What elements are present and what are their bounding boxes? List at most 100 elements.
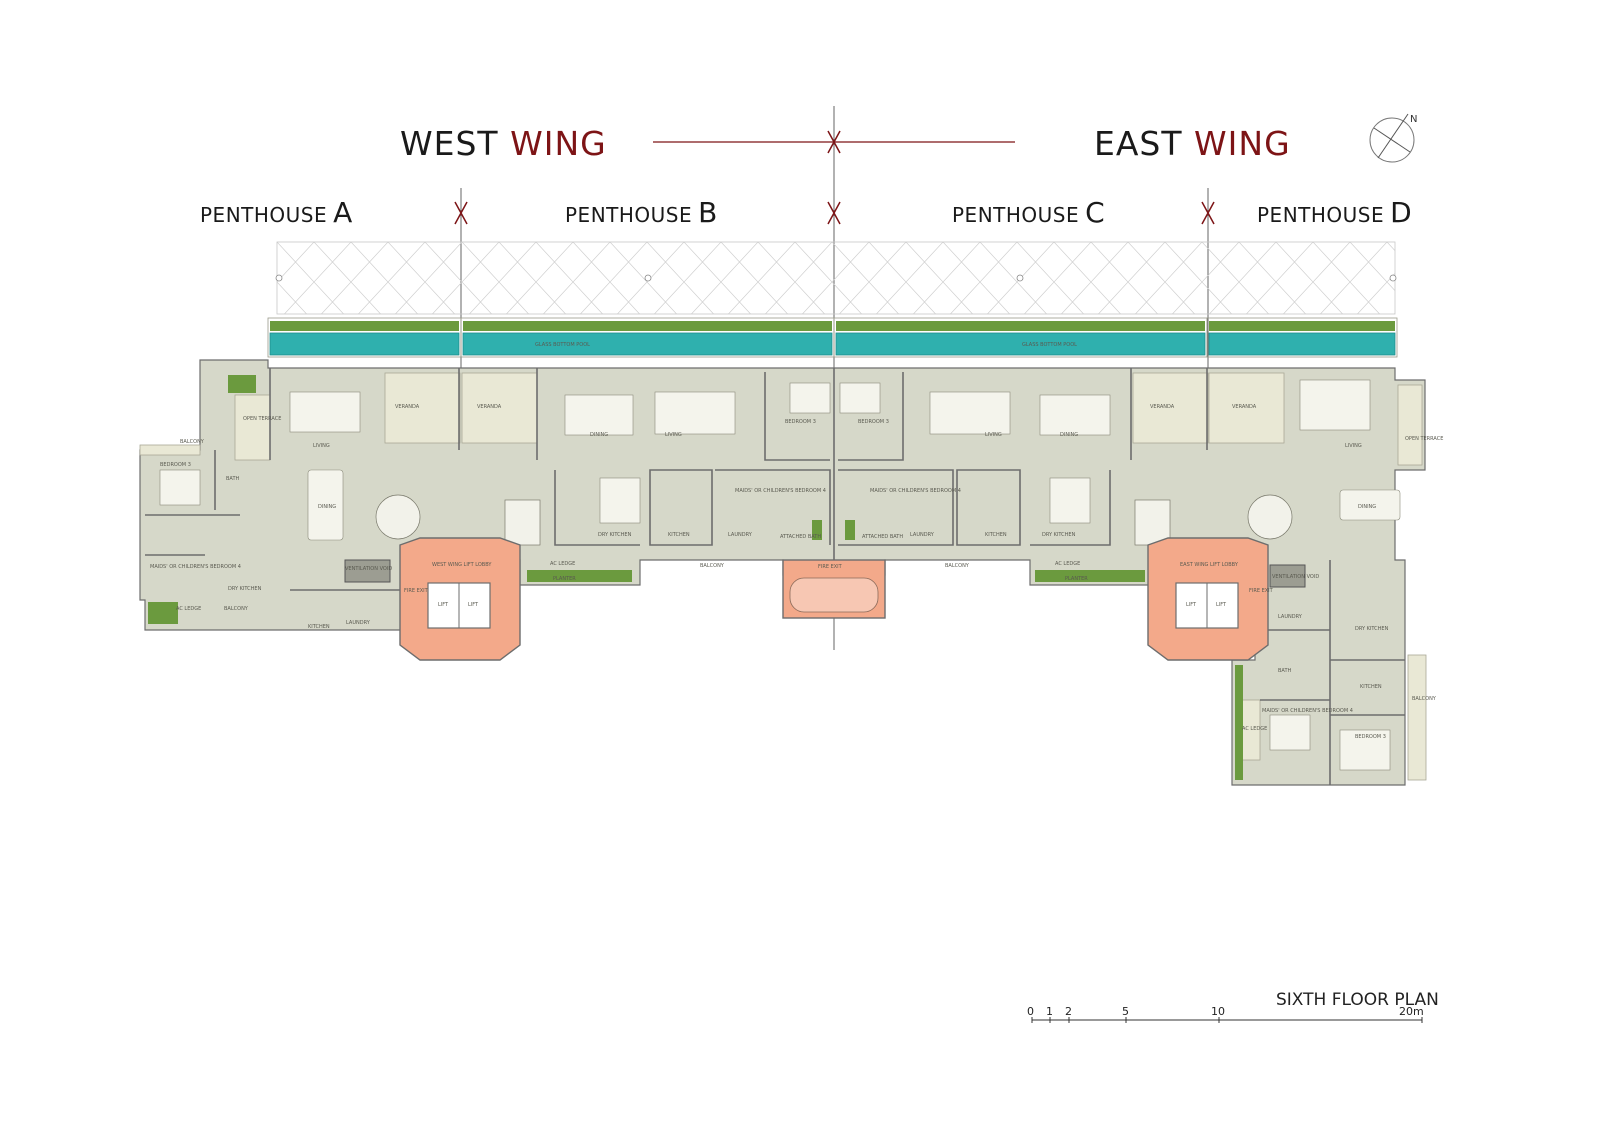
scale-tick-1: 1: [1046, 1005, 1053, 1018]
scale-tick-2: 2: [1065, 1005, 1072, 1018]
room-label-bath-a: BATH: [226, 476, 240, 482]
room-label-balcony-d: BALCONY: [1412, 696, 1437, 702]
penthouse-d-letter: D: [1390, 196, 1412, 229]
room-label-balcony-c: BALCONY: [945, 563, 970, 569]
room-label-living-b: LIVING: [665, 432, 682, 438]
drawing-title: SIXTH FLOOR PLAN: [1276, 990, 1439, 1010]
room-label-fire-exit-w: FIRE EXIT: [404, 588, 429, 594]
penthouse-c-letter: C: [1085, 196, 1105, 229]
pool-label-west: GLASS BOTTOM POOL: [535, 342, 590, 348]
pool-edges: [267, 317, 1398, 358]
room-label-attached-bath-c: ATTACHED BATH: [862, 534, 903, 540]
room-label-kitchen-d: KITCHEN: [1360, 684, 1382, 690]
penthouse-a-letter: A: [333, 196, 353, 229]
room-label-ac-ledge-c: AC LEDGE: [1055, 561, 1080, 567]
penthouse-c-word: PENTHOUSE: [952, 203, 1080, 227]
room-label-bath-d: BATH: [1278, 668, 1292, 674]
room-label-attached-bath-b: ATTACHED BATH: [780, 534, 821, 540]
east-wing-lift-lobby: [1147, 537, 1269, 661]
room-label-veranda-c: VERANDA: [1150, 404, 1175, 410]
room-label-planter-b: PLANTER: [553, 576, 576, 582]
east-wing-accent: WING: [1194, 124, 1291, 163]
room-label-dining-b: DINING: [590, 432, 608, 438]
room-label-laundry-d: LAUNDRY: [1278, 614, 1303, 620]
east-wing-word: EAST: [1094, 124, 1183, 163]
room-label-bedroom4-b: MAIDS' OR CHILDREN'S BEDROOM 4: [735, 488, 826, 494]
planter-beds: [148, 375, 1243, 780]
room-label-ac-ledge-a: AC LEDGE: [176, 606, 201, 612]
west-wing-word: WEST: [400, 124, 499, 163]
room-label-dry-kitchen-d: DRY KITCHEN: [1355, 626, 1389, 632]
room-label-void-d: VENTILATION VOID: [1272, 574, 1319, 580]
pool-label-east: GLASS BOTTOM POOL: [1022, 342, 1077, 348]
room-label-living-c: LIVING: [985, 432, 1002, 438]
room-label-bedroom4-d: MAIDS' OR CHILDREN'S BEDROOM 4: [1262, 708, 1353, 714]
stair: [375, 494, 1293, 546]
glass-bottom-pool: [269, 332, 1396, 356]
room-label-dry-kitchen-c: DRY KITCHEN: [1042, 532, 1076, 538]
room-label-balcony-b: BALCONY: [700, 563, 725, 569]
room-label-open-terrace-d: OPEN TERRACE: [1405, 436, 1443, 442]
veranda-areas: [139, 372, 1427, 781]
room-label-living-a: LIVING: [313, 443, 330, 449]
room-label-kitchen-c: KITCHEN: [985, 532, 1007, 538]
room-label-bedroom4-c: MAIDS' OR CHILDREN'S BEDROOM 4: [870, 488, 961, 494]
room-label-void-a: VENTILATION VOID: [345, 566, 392, 572]
scale-bar: 0 1 2 5 10 20m: [1027, 1005, 1424, 1023]
room-label-fire-exit-e: FIRE EXIT: [1249, 588, 1274, 594]
room-label-ac-ledge-b: AC LEDGE: [550, 561, 575, 567]
room-label-dining-c: DINING: [1060, 432, 1078, 438]
room-label-open-terrace-a: OPEN TERRACE: [243, 416, 281, 422]
room-label-kitchen-a: KITCHEN: [308, 624, 330, 630]
planter-strip: [270, 321, 1395, 331]
room-label-west-lobby: WEST WING LIFT LOBBY: [432, 562, 492, 568]
room-label-living-d: LIVING: [1345, 443, 1362, 449]
scale-tick-0: 0: [1027, 1005, 1034, 1018]
room-label-dry-kitchen-b: DRY KITCHEN: [598, 532, 632, 538]
penthouse-b-word: PENTHOUSE: [565, 203, 693, 227]
scale-tick-5: 5: [1122, 1005, 1129, 1018]
room-label-balcony-a2: BALCONY: [224, 606, 249, 612]
room-label-bedroom3-d: BEDROOM 3: [1355, 734, 1386, 740]
room-label-lift-e1: LIFT: [1186, 602, 1197, 608]
canopy-columns: [275, 274, 1397, 282]
west-wing-title: WEST WING: [400, 124, 607, 163]
room-label-dining-d: DINING: [1358, 504, 1376, 510]
west-wing-lift-lobby: [399, 537, 521, 661]
roof-canopy: [276, 241, 1396, 315]
east-wing-title: EAST WING: [1094, 124, 1291, 163]
room-label-dry-kitchen-a: DRY KITCHEN: [228, 586, 262, 592]
room-label-ac-ledge-d: AC LEDGE: [1242, 726, 1267, 732]
room-label-lift-e2: LIFT: [1216, 602, 1227, 608]
room-label-balcony-a: BALCONY: [180, 439, 205, 445]
room-label-east-lobby: EAST WING LIFT LOBBY: [1180, 562, 1239, 568]
scale-tick-20m: 20m: [1399, 1005, 1424, 1018]
fire-exit-stair: [782, 559, 886, 619]
room-label-bedroom3-c: BEDROOM 3: [858, 419, 889, 425]
room-label-dining-a: DINING: [318, 504, 336, 510]
interior-walls: [145, 368, 1405, 785]
west-wing-accent: WING: [510, 124, 607, 163]
ventilation-void: [344, 559, 1306, 588]
room-label-veranda-a: VERANDA: [395, 404, 420, 410]
north-compass-icon: N: [1369, 113, 1417, 163]
room-label-laundry-c: LAUNDRY: [910, 532, 935, 538]
room-label-fire-exit-c: FIRE EXIT: [818, 564, 843, 570]
room-label-laundry-a: LAUNDRY: [346, 620, 371, 626]
penthouse-d-word: PENTHOUSE: [1257, 203, 1385, 227]
room-label-veranda-b: VERANDA: [477, 404, 502, 410]
room-label-lift-w2: LIFT: [468, 602, 479, 608]
penthouse-b-letter: B: [698, 196, 718, 229]
room-label-bedroom4-a: MAIDS' OR CHILDREN'S BEDROOM 4: [150, 564, 241, 570]
room-label-planter-c: PLANTER: [1065, 576, 1088, 582]
room-label-kitchen-b: KITCHEN: [668, 532, 690, 538]
compass-label: N: [1410, 114, 1417, 125]
scale-tick-10: 10: [1211, 1005, 1225, 1018]
floor-slab: [139, 359, 1426, 786]
room-label-laundry-b: LAUNDRY: [728, 532, 753, 538]
room-label-veranda-d: VERANDA: [1232, 404, 1257, 410]
